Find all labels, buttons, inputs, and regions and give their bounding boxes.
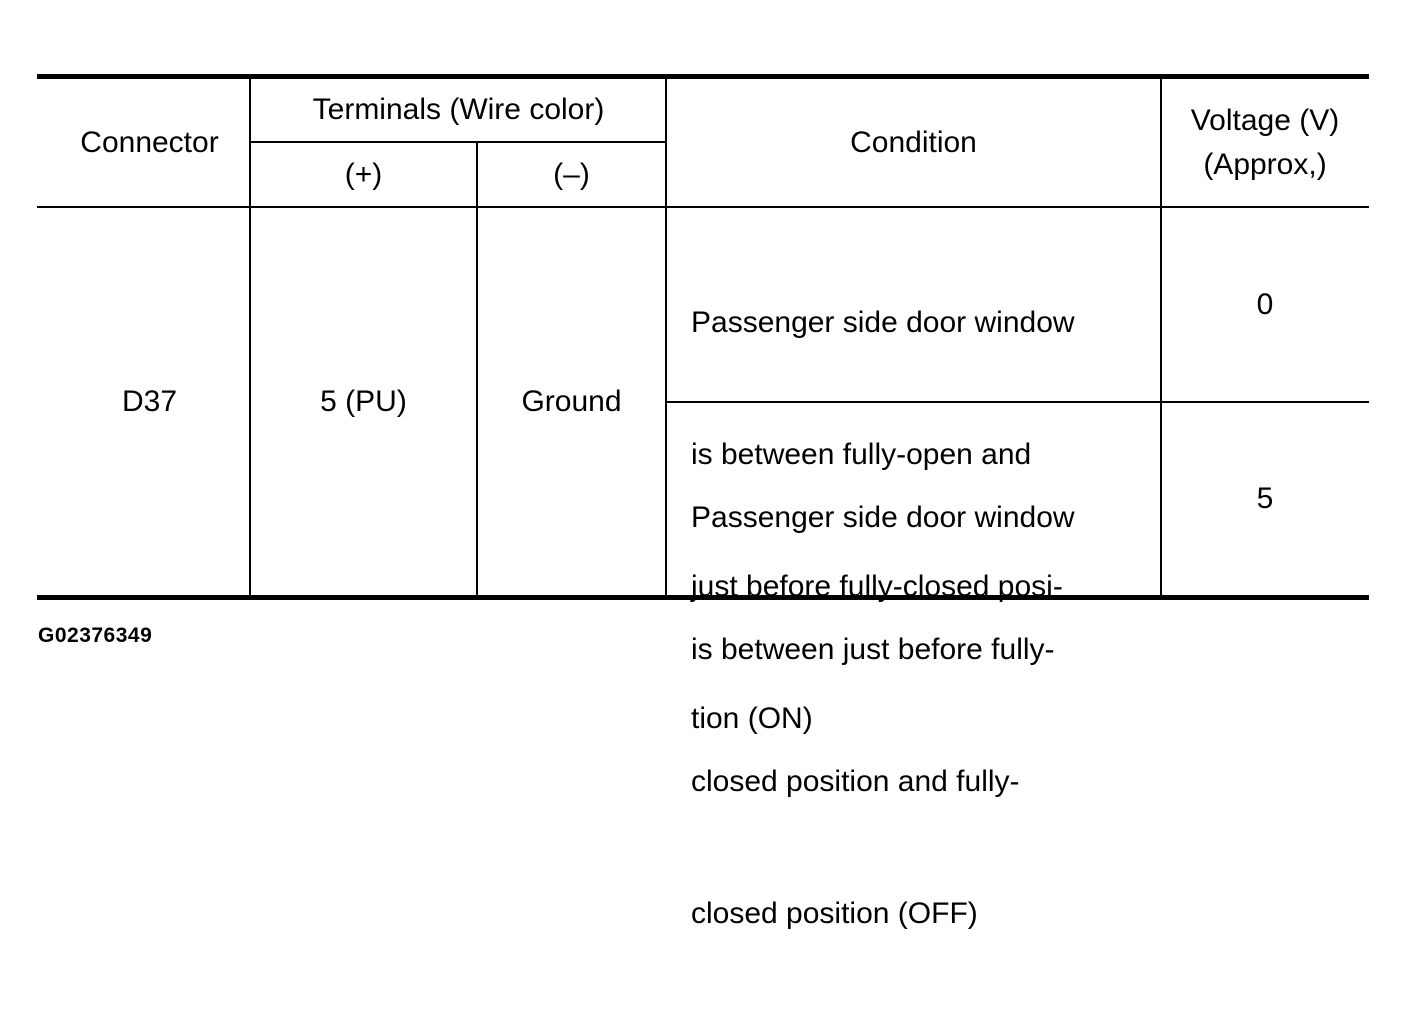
cell-minus-terminal: Ground	[521, 384, 622, 418]
condition-off-line: Passenger side door window	[691, 501, 1075, 534]
condition-on-line: just before fully-closed posi-	[691, 570, 1063, 603]
header-connector: Connector	[80, 125, 219, 159]
condition-off-line: closed position (OFF)	[691, 897, 978, 930]
condition-off-line: closed position and fully-	[691, 765, 1020, 798]
cell-plus-terminal: 5 (PU)	[320, 384, 407, 418]
col-divider-1	[249, 79, 251, 595]
terminals-sub-rule	[250, 141, 667, 143]
table-bottom-rule	[37, 595, 1369, 600]
condition-off-line: is between just before fully-	[691, 633, 1055, 666]
voltage-off: 5	[1256, 482, 1274, 515]
voltage-on: 0	[1256, 287, 1274, 321]
condition-text-on: Passenger side door window is between fu…	[691, 213, 1075, 829]
cell-connector: D37	[121, 384, 178, 418]
header-voltage: Voltage (V) (Approx,)	[1161, 79, 1369, 206]
header-condition: Condition	[850, 125, 977, 159]
header-voltage-line2: (Approx,)	[1203, 147, 1327, 181]
table-top-rule	[37, 74, 1369, 79]
header-voltage-line1: Voltage (V)	[1190, 103, 1340, 137]
header-minus: (–)	[553, 157, 590, 191]
col-divider-4	[1160, 79, 1162, 595]
condition-text-off: Passenger side door window is between ju…	[691, 408, 1075, 1024]
col-divider-2	[476, 141, 478, 595]
header-terminals: Terminals (Wire color)	[312, 93, 605, 126]
condition-on-line: Passenger side door window	[691, 306, 1075, 339]
condition-on-line: is between fully-open and	[691, 438, 1032, 471]
header-bottom-rule	[37, 206, 1369, 208]
header-plus: (+)	[344, 157, 383, 191]
figure-reference-id: G02376349	[38, 624, 153, 647]
condition-divider-rule	[666, 401, 1369, 403]
col-divider-3	[665, 79, 667, 595]
